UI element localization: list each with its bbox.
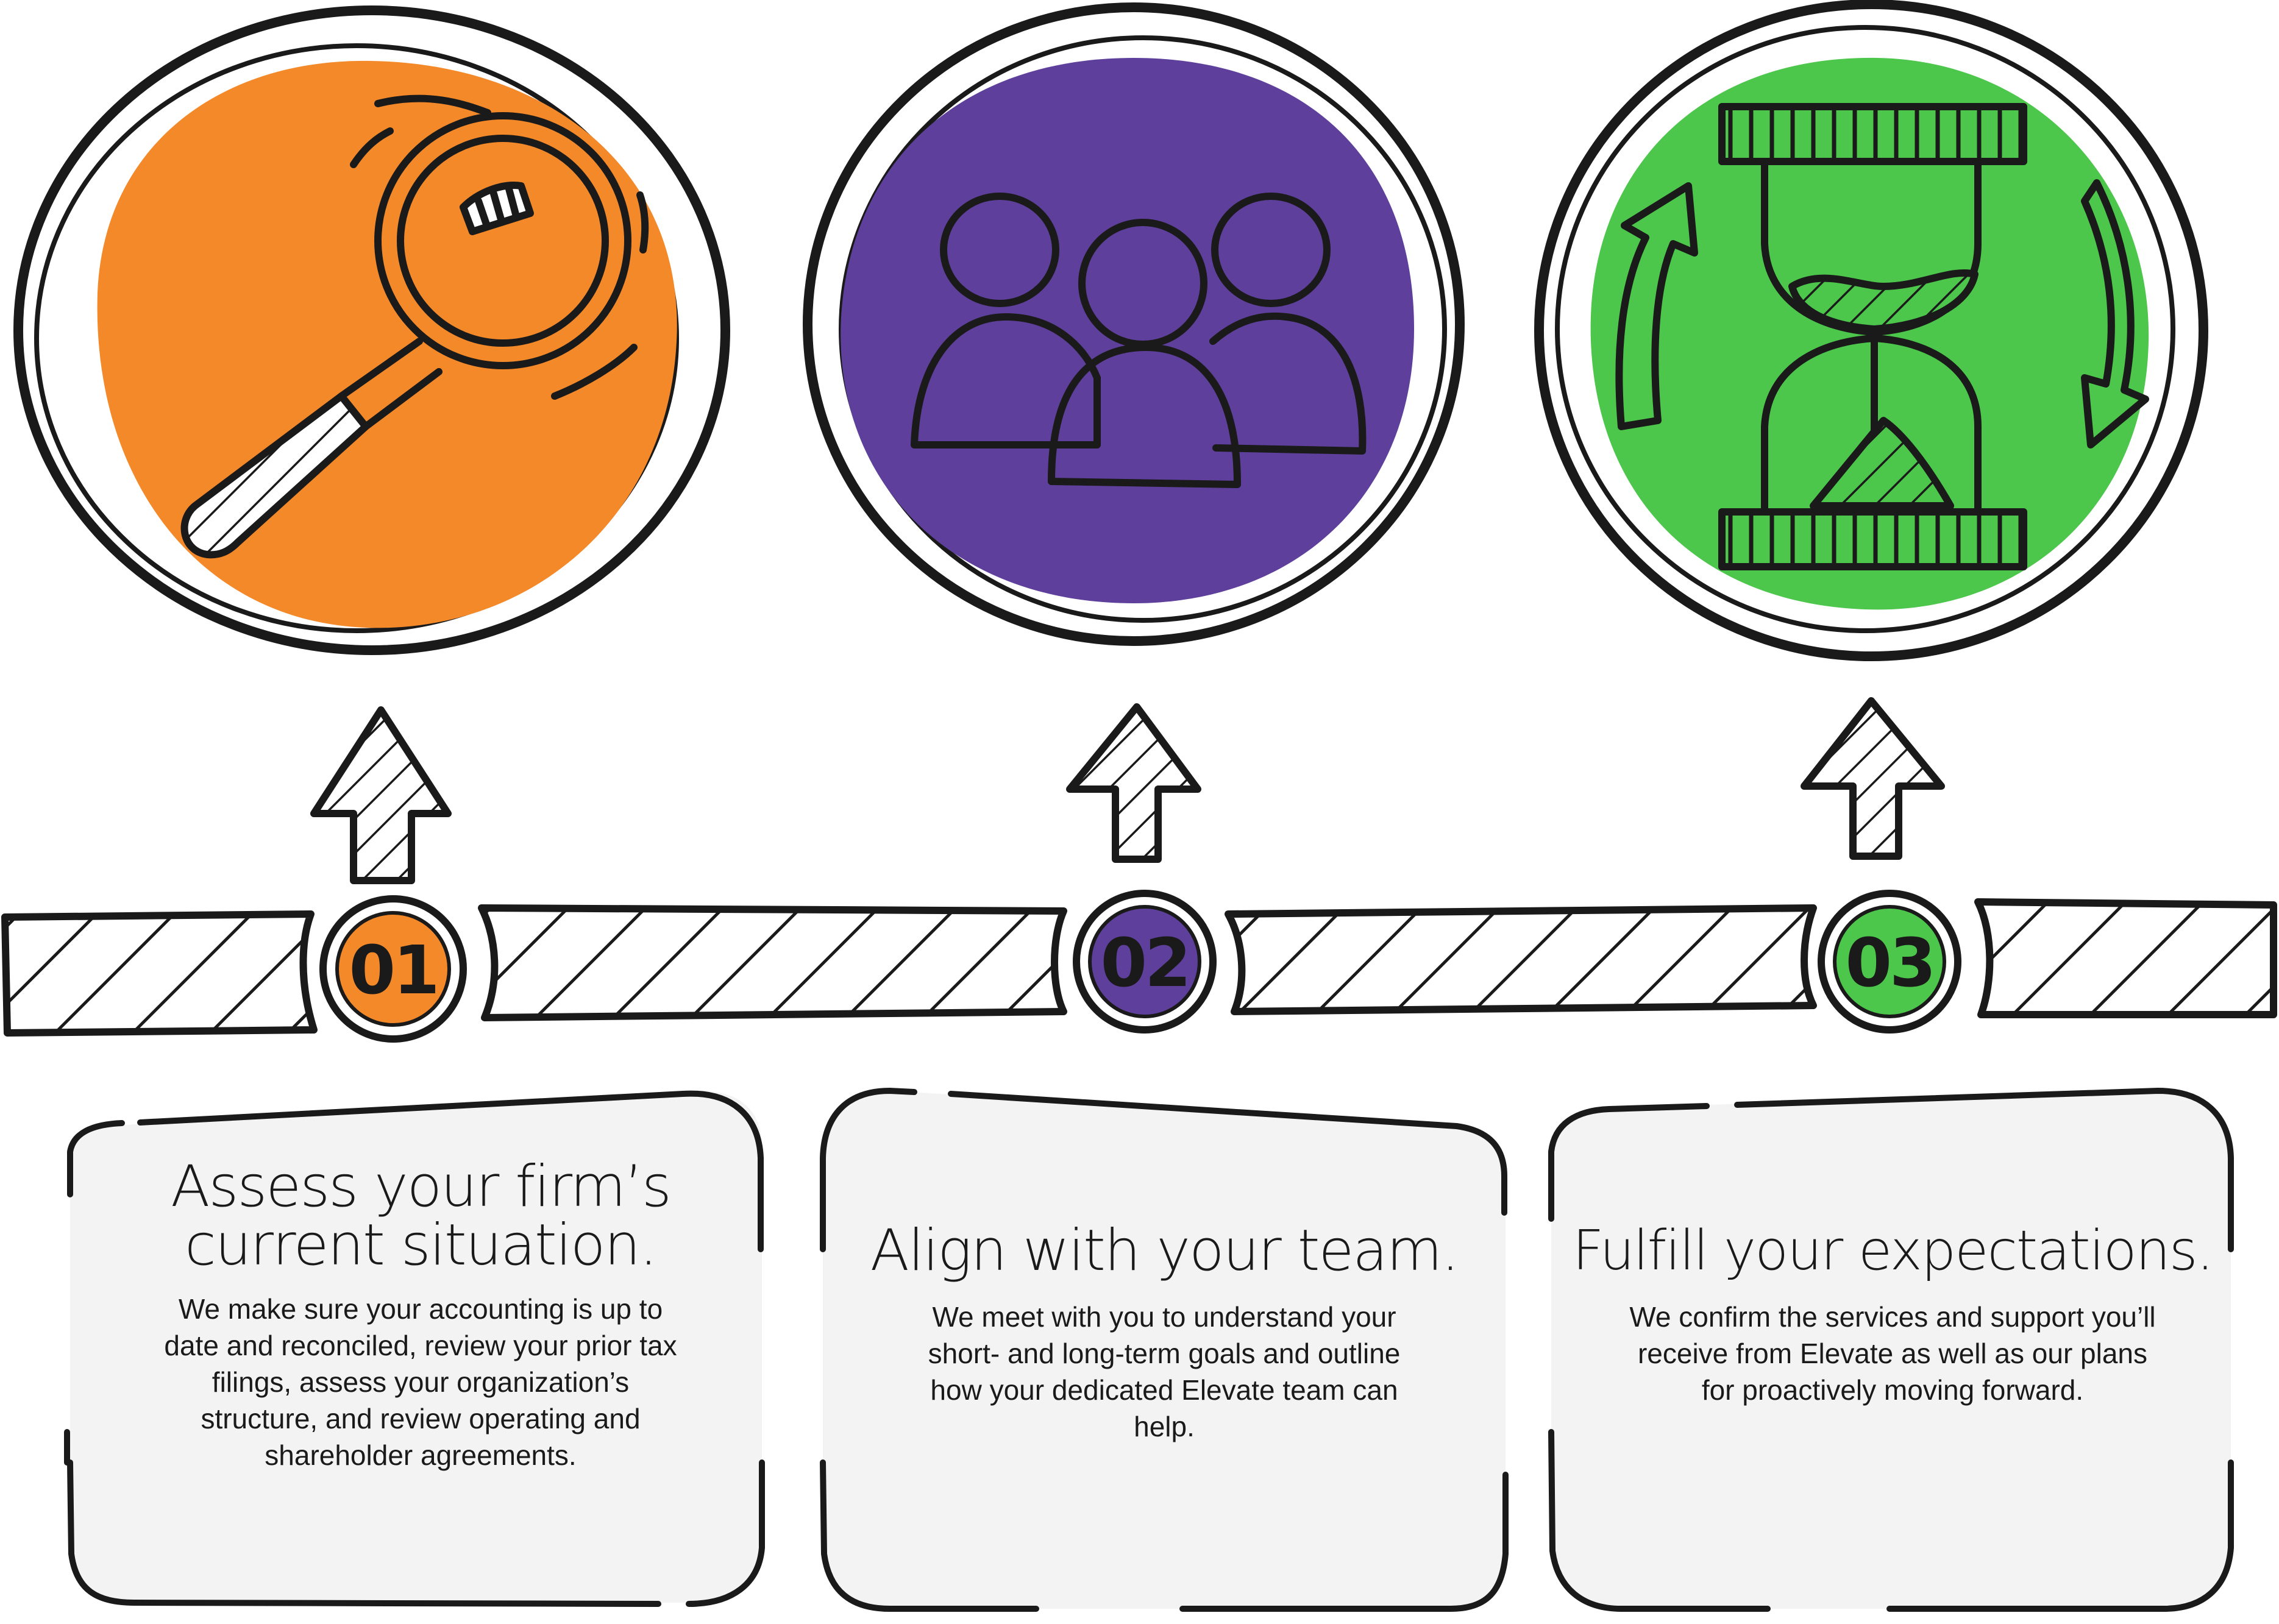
step-2-body-line: help. [1134,1411,1195,1442]
step-1-body-line: We make sure your accounting is up to [178,1293,663,1325]
timeline-bar [1,898,2277,1037]
step-2-number: 02 [1100,924,1189,1002]
step-3-body-line: We confirm the services and support you’… [1629,1301,2156,1333]
step-3-number: 03 [1845,924,1933,1002]
step-3-body-line: for proactively moving forward. [1701,1374,2084,1406]
step-3-title: Fulfill your expectations. [1572,1219,2214,1283]
step-1-icon-circle [13,5,730,655]
step-2-title: Align with your team. [870,1218,1460,1284]
step-1-badge [319,895,467,1043]
magnifying-glass-icon [180,94,649,559]
step-1-body-line: filings, assess your organization’s [212,1366,630,1398]
step-2-card-frame [820,1087,1509,1612]
step-3-card-frame [1548,1087,2234,1612]
step-1-body-line: shareholder agreements. [265,1439,577,1471]
step-3-card: Fulfill your expectations. We confirm th… [1560,1222,2225,1408]
step-1-body-line: date and reconciled, review your prior t… [164,1330,677,1361]
up-arrow-3 [1801,697,1945,860]
step-3-badge [1818,890,1961,1034]
step-2-body-line: short- and long-term goals and outline [928,1338,1401,1369]
step-1-number: 01 [349,931,437,1009]
step-1-body-line: structure, and review operating and [201,1403,641,1434]
team-people-icon [911,193,1367,488]
step-2-badge [1073,890,1217,1034]
up-arrow-2 [1066,703,1201,863]
step-1-card: Assess your firm’s current situation. We… [91,1158,750,1473]
step-3-body-line: receive from Elevate as well as our plan… [1637,1338,2148,1369]
step-2-icon-circle [803,2,1465,646]
step-2-body-line: We meet with you to understand your [932,1301,1396,1333]
step-2-body-line: how your dedicated Elevate team can [930,1374,1398,1406]
up-arrow-1 [310,706,452,884]
step-1-title-line1: Assess your firm’s [171,1154,672,1220]
step-1-title-line2: current situation. [185,1212,658,1278]
step-2-card: Align with your team. We meet with you t… [835,1222,1493,1445]
step-1-card-frame [64,1090,765,1607]
hourglass-icon [1615,103,2149,570]
